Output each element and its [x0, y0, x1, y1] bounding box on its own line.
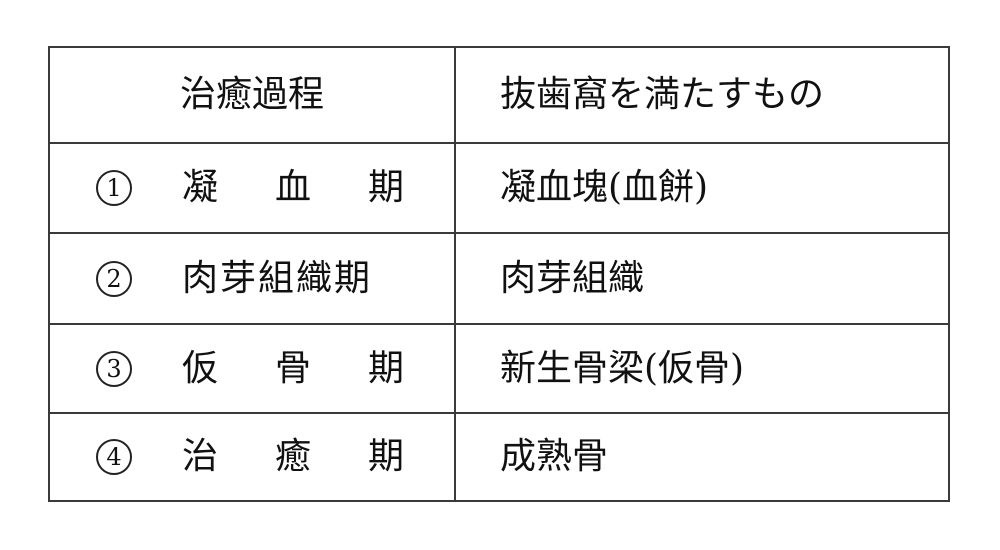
stage-cell: 1 凝 血 期	[50, 144, 456, 232]
stage-cell: 3 仮 骨 期	[50, 325, 456, 412]
stage-name-char: 仮	[182, 347, 219, 389]
stage-name: 治 癒 期	[182, 439, 404, 475]
stage-cell: 2 肉芽組織期	[50, 234, 456, 323]
table-header-row: 治癒過程 抜歯窩を満たすもの	[50, 48, 948, 142]
stage-number-badge: 2	[96, 260, 132, 297]
stage-number-badge: 3	[96, 350, 132, 387]
socket-content-cell: 成熟骨	[500, 436, 609, 477]
stage-name-char: 期	[367, 347, 404, 389]
table-row: 3 仮 骨 期 新生骨梁(仮骨)	[50, 323, 948, 412]
stage-name-char: 治	[182, 436, 219, 477]
stage-name: 仮 骨 期	[182, 347, 404, 389]
stage-number-badge: 4	[96, 439, 132, 475]
stage-name-char: 血	[274, 167, 311, 208]
healing-process-table: 治癒過程 抜歯窩を満たすもの 1 凝 血 期 凝血塊(血餅) 2 肉芽組織期 肉…	[48, 46, 950, 502]
header-socket-filling: 抜歯窩を満たすもの	[500, 74, 825, 115]
table-row: 1 凝 血 期 凝血塊(血餅)	[50, 142, 948, 232]
stage-name: 肉芽組織期	[182, 257, 373, 299]
stage-number-badge: 1	[96, 170, 132, 206]
stage-name: 凝 血 期	[182, 170, 404, 206]
stage-name-char: 期	[367, 436, 404, 477]
stage-name-char: 期	[367, 167, 404, 208]
stage-name-char: 凝	[182, 167, 219, 208]
table-row: 4 治 癒 期 成熟骨	[50, 412, 948, 500]
header-healing-process: 治癒過程	[50, 48, 456, 142]
socket-content-cell: 凝血塊(血餅)	[500, 167, 709, 208]
stage-name-char: 骨	[274, 347, 311, 389]
socket-content-cell: 肉芽組織	[500, 257, 645, 299]
stage-cell: 4 治 癒 期	[50, 414, 456, 500]
socket-content-cell: 新生骨梁(仮骨)	[500, 347, 745, 389]
stage-name-char: 癒	[274, 436, 311, 477]
table-row: 2 肉芽組織期 肉芽組織	[50, 232, 948, 323]
